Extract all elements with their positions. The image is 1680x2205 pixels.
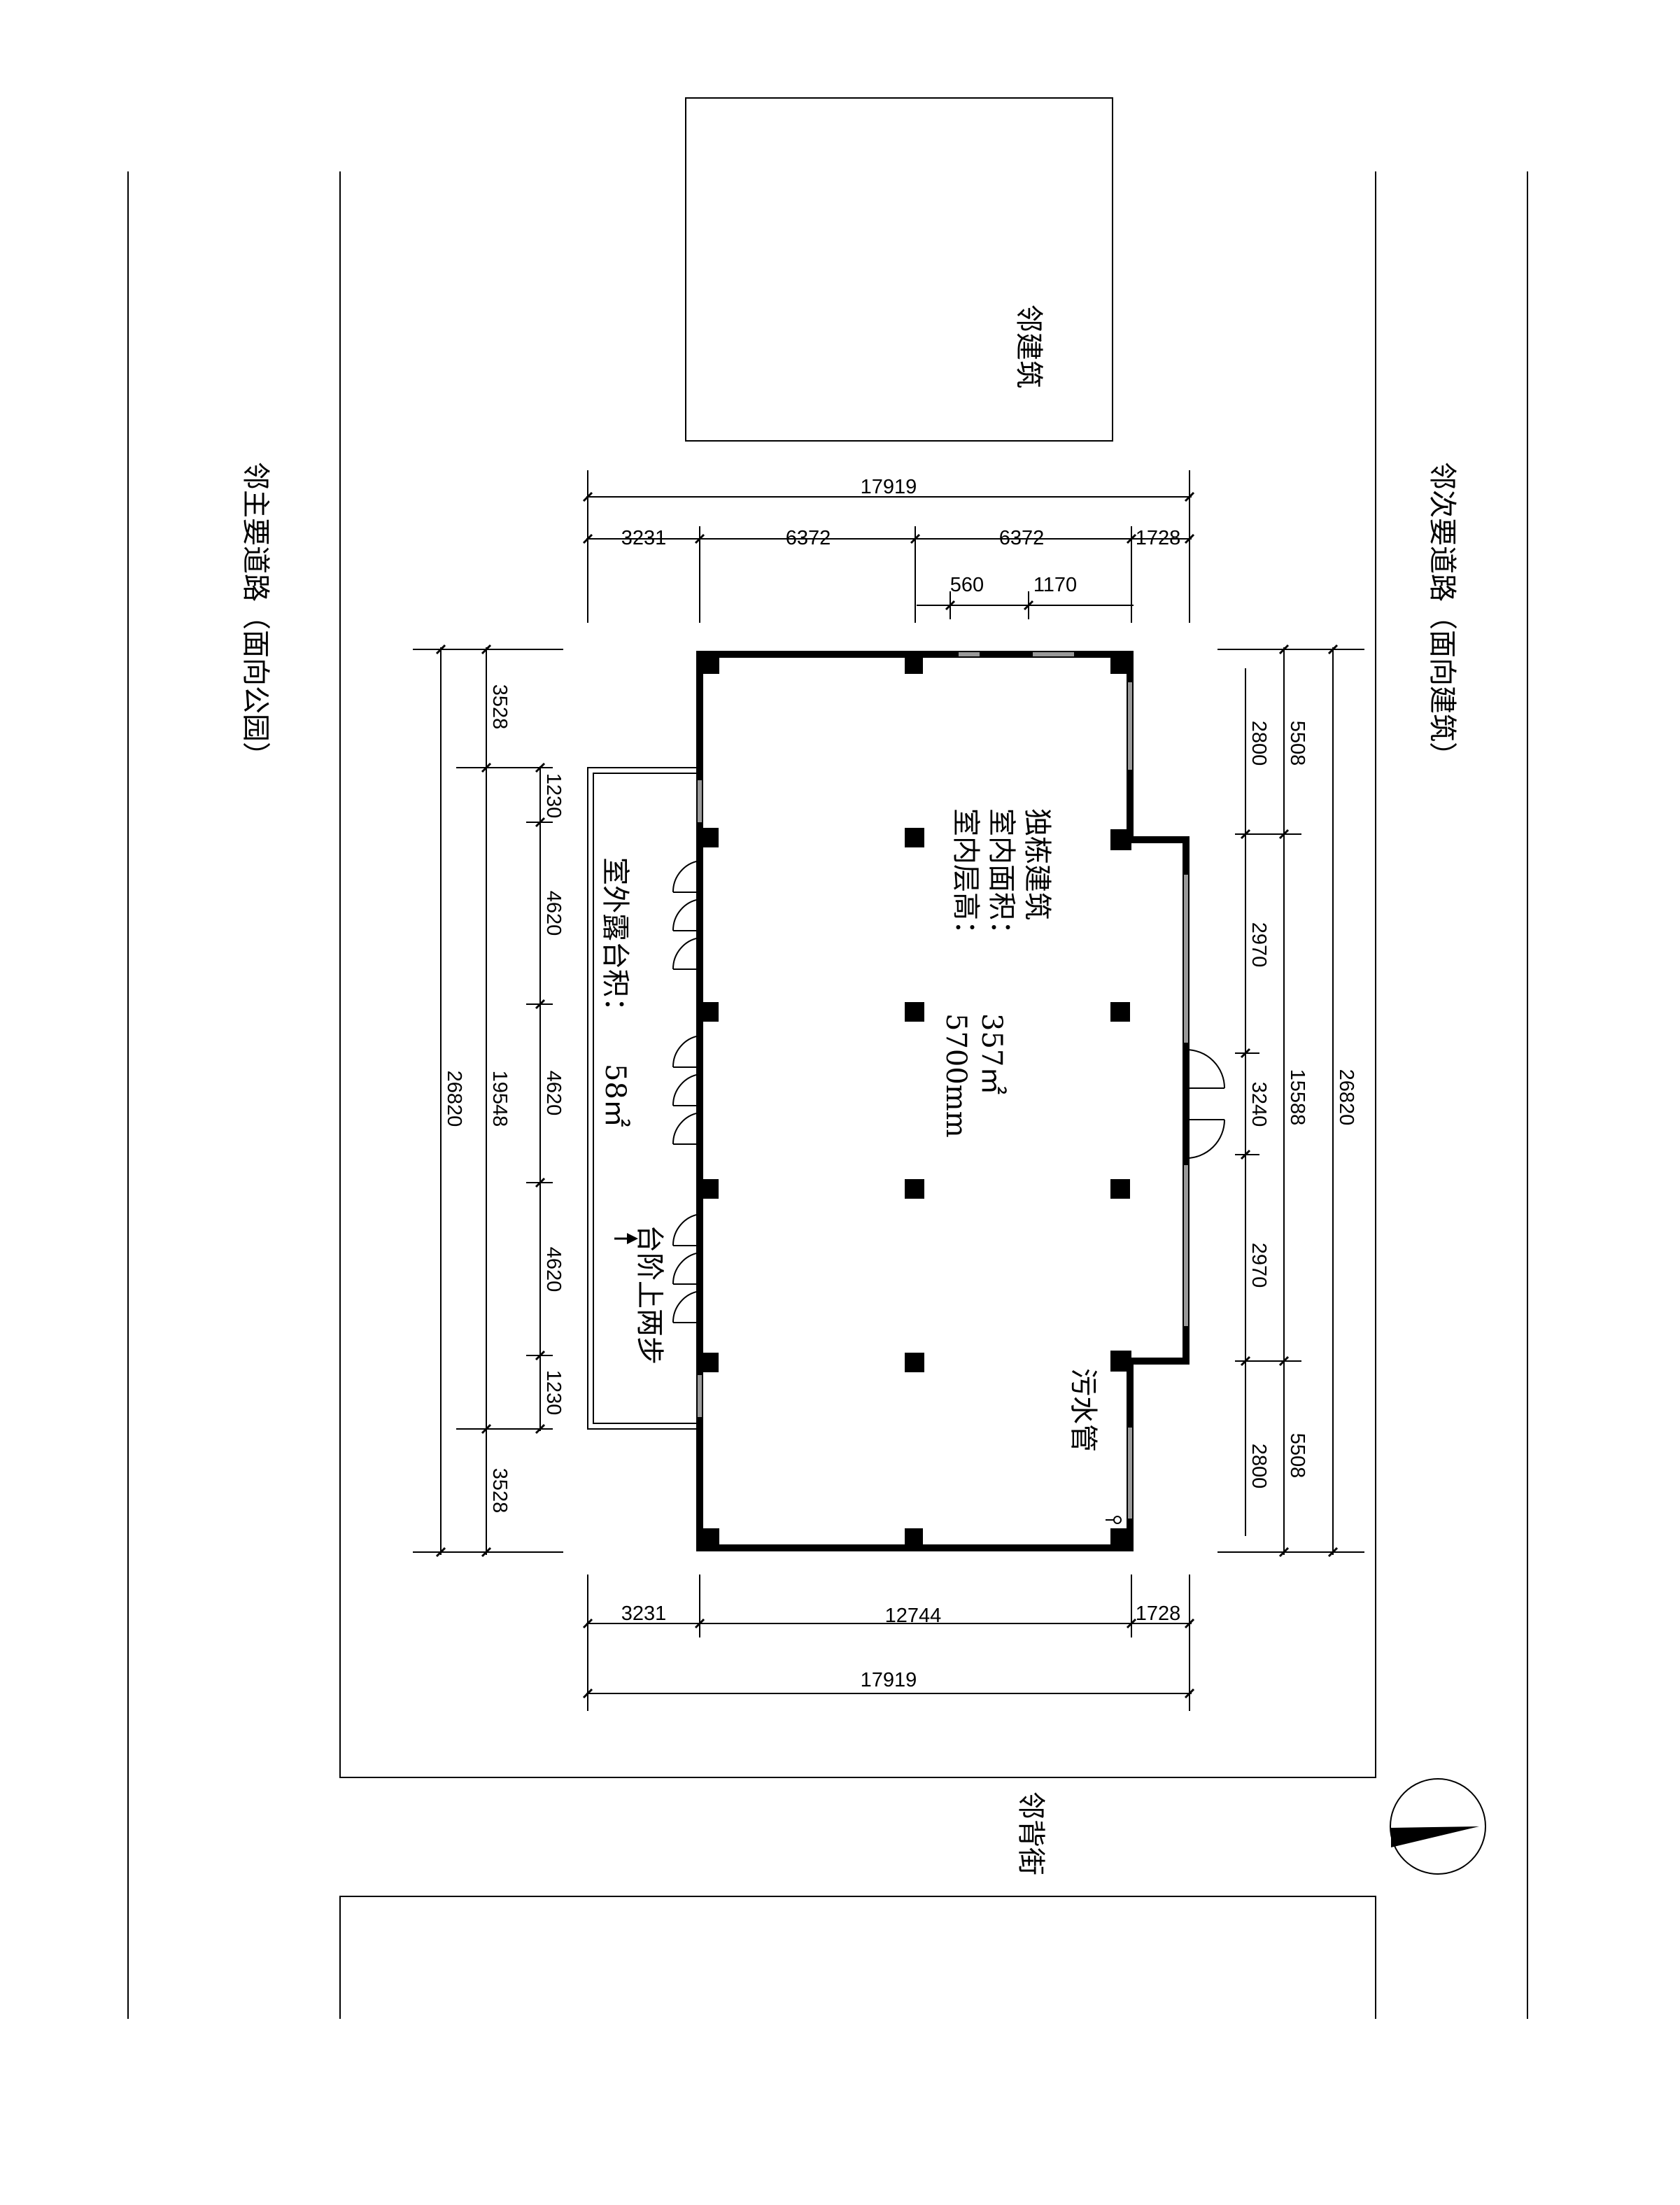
north-arrow-icon [1390,1778,1486,1875]
dim-right-mid: 15588 [1286,1069,1308,1126]
dim-bottom-total: 17919 [861,1669,917,1691]
right-dimension-lines [1217,647,1364,1555]
dim-top-seg4: 1728 [1136,527,1181,549]
main-road-label: 邻主要道路（面向公园） [239,462,271,770]
sewage-pipe-label: 污水管 [1067,1368,1099,1452]
dim-left-sub5: 1230 [542,1370,565,1416]
indoor-area-value: 357㎡ [975,1013,1008,1094]
left-dimension-lines [413,647,563,1555]
building-title: 独栋建筑 [1021,808,1053,920]
dim-left-sub1: 1230 [542,773,565,819]
bottom-dimension-lines [586,1575,1192,1711]
dim-right-seg1: 5508 [1286,721,1308,766]
top-dimension-lines [586,470,1192,623]
ticks [435,491,1339,1699]
dim-left-mid: 19548 [488,1071,511,1127]
adjacent-building-outline [685,97,1113,442]
dim-left-total: 26820 [443,1071,465,1127]
dim-bottom-seg2: 12744 [885,1605,942,1627]
back-street-label: 邻背街 [1015,1791,1047,1875]
indoor-area-label: 室内面积： [985,808,1017,948]
building-walls [696,651,1190,1551]
site-boundaries [127,97,1528,2019]
dim-right-sub1: 2800 [1248,721,1270,766]
sewage-pipe-marker [1106,1516,1122,1524]
steps-arrow-icon [614,1233,638,1244]
dim-top-sub2: 1170 [1033,574,1077,596]
dim-right-sub4: 2970 [1248,1243,1270,1288]
terrace-area-value: 58㎡ [599,1064,631,1127]
indoor-height-value: 5700mm [940,1013,972,1138]
dim-top-seg1: 3231 [621,527,667,549]
dim-right-sub5: 2800 [1248,1444,1270,1489]
dim-top-sub1: 560 [950,574,984,596]
dim-top-seg3: 6372 [999,527,1045,549]
dim-right-sub3: 3240 [1248,1082,1270,1127]
indoor-height-label: 室内层高： [950,808,982,948]
east-door [1185,1049,1225,1159]
dim-top-seg2: 6372 [786,527,831,549]
dim-bottom-seg1: 3231 [621,1602,667,1625]
dim-top-total: 17919 [861,476,917,498]
dim-left-seg3: 3528 [488,1468,511,1514]
dim-right-total: 26820 [1335,1069,1357,1126]
columns [699,656,1131,1547]
adjacent-building-label: 邻建筑 [1012,304,1045,388]
dim-left-sub4: 4620 [542,1247,565,1292]
dim-left-sub3: 4620 [542,1071,565,1116]
dim-left-seg1: 3528 [488,684,511,730]
dim-bottom-seg3: 1728 [1136,1602,1181,1625]
dim-right-seg3: 5508 [1286,1433,1308,1479]
terrace-label: 室外露台积： [599,857,631,1025]
dim-right-sub2: 2970 [1248,922,1270,968]
west-doors [672,860,700,1323]
dim-left-sub2: 4620 [542,891,565,936]
steps-note: 台阶上两步 [633,1225,665,1365]
secondary-road-label: 邻次要道路（面向建筑） [1426,462,1458,770]
